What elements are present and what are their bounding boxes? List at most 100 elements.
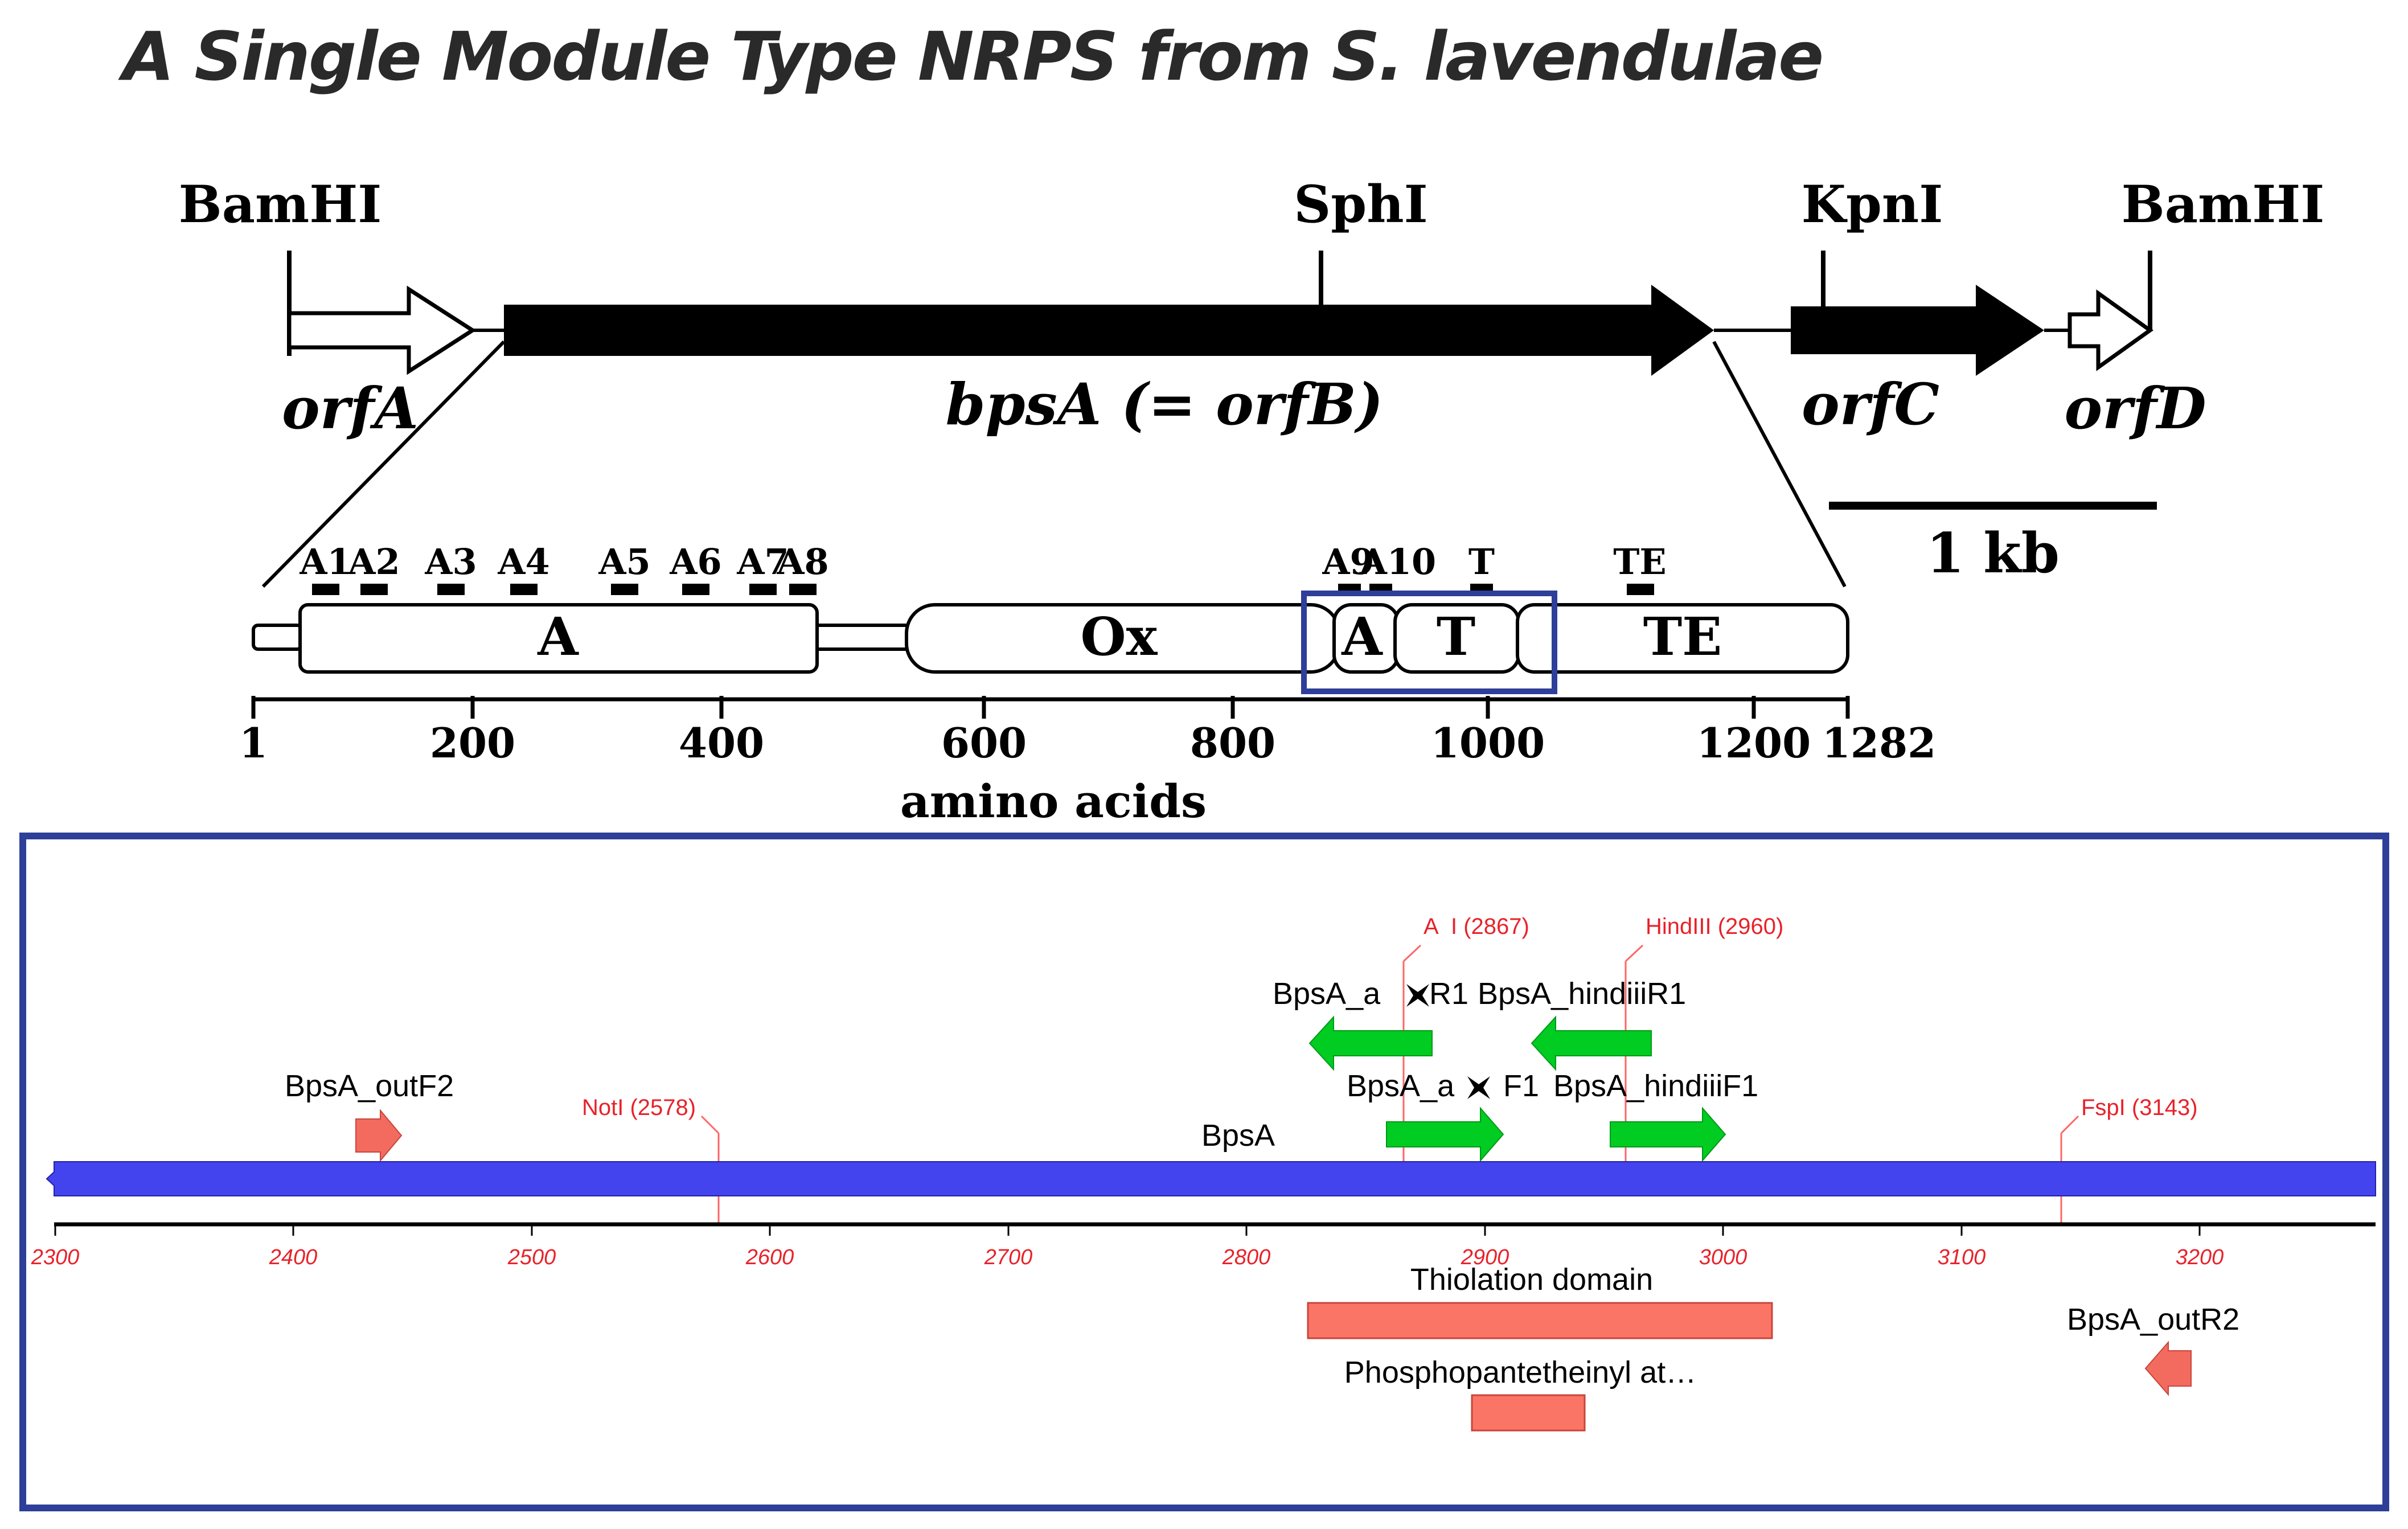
ruler-label: 2500: [507, 1245, 556, 1269]
domain-t-label: T: [1437, 606, 1475, 667]
ruler-label: 3000: [1699, 1245, 1747, 1269]
primer-axi-r1-label-a: BpsA_a: [1273, 977, 1381, 1011]
primer-hindiii-f1-arrow: [1610, 1106, 1726, 1162]
motif-a10-label: A10: [1359, 541, 1436, 583]
scale-bar-label: 1 kb: [1926, 521, 2060, 585]
motif-a5-marker: [611, 584, 638, 595]
ruler-label: 2700: [984, 1245, 1033, 1269]
aa-tick-label: 1000: [1431, 719, 1545, 767]
ruler-label: 2400: [269, 1245, 318, 1269]
domain-ox-label: Ox: [1081, 606, 1158, 667]
motif-a2-marker: [360, 584, 388, 595]
site-axi-label-b: I (2867): [1451, 914, 1529, 939]
aa-tick-label: 800: [1190, 719, 1275, 767]
motif-a3-marker: [437, 584, 465, 595]
motif-a2-label: A2: [347, 541, 400, 583]
sequence-map: A I (2867) HindIII (2960) NotI (2578) Fs…: [19, 833, 2389, 1511]
bamhi-left-label: BamHI: [179, 174, 382, 235]
domain-a-label: A: [537, 606, 579, 667]
motif-a6-label: A6: [669, 541, 721, 583]
motif-a5-label: A5: [598, 541, 650, 583]
ruler-label: 3200: [2176, 1245, 2224, 1269]
motif-a7-marker: [749, 584, 777, 595]
site-fspi-label: FspI (3143): [2081, 1095, 2198, 1120]
domain-te-label: TE: [1643, 606, 1722, 667]
primer-outr2-label: BpsA_outR2: [2067, 1302, 2239, 1337]
motif-te-marker: [1627, 584, 1654, 595]
obscured-mark-icon: [1467, 1076, 1490, 1099]
motif-a8-marker: [789, 584, 817, 595]
ruler-label: 2300: [31, 1245, 80, 1269]
phosphopantetheinyl-label: Phosphopantetheinyl at…: [1344, 1355, 1696, 1389]
orfc-arrow: [1791, 285, 2044, 376]
motif-a6-marker: [682, 584, 709, 595]
ruler-label: 2900: [1461, 1245, 1509, 1269]
ruler-label: 2600: [745, 1245, 794, 1269]
sphi-label: SphI: [1294, 174, 1427, 235]
thiolation-domain-label: Thiolation domain: [1410, 1262, 1653, 1297]
site-noti-label: NotI (2578): [582, 1095, 696, 1120]
orfa-label: orfA: [282, 375, 419, 442]
motif-te-label: TE: [1613, 541, 1666, 583]
domain-map: A1 A2 A3 A4 A5 A6 A7 A8 A9 A10 T TE: [239, 541, 1936, 828]
domain-a: [298, 603, 819, 674]
aa-tick-label: 200: [430, 719, 515, 767]
gene-map: BamHI SphI KpnI BamHI orfA bpsA (= orfB)…: [179, 174, 2324, 588]
primer-outf2-arrow: [355, 1109, 403, 1162]
site-fspi-leader: [2060, 1115, 2079, 1134]
n-term-linker: [252, 624, 303, 651]
aa-tick-label: 1200: [1697, 719, 1811, 767]
domain-a-small-label: A: [1341, 606, 1383, 667]
phosphopantetheinyl-bar: [1471, 1394, 1586, 1432]
ruler-label: 3100: [1938, 1245, 1986, 1269]
site-noti-leader: [700, 1115, 720, 1134]
figure-title: A Single Module Type NRPS from S. lavend…: [122, 17, 1824, 96]
aa-tick-label: 1282: [1822, 719, 1936, 767]
aa-axis-label: amino acids: [900, 774, 1207, 828]
site-hindiii-leader: [1625, 944, 1644, 962]
primer-axi-f1-arrow: [1386, 1106, 1504, 1162]
thiolation-domain-bar: [1307, 1302, 1773, 1339]
ruler-label: 2800: [1222, 1245, 1271, 1269]
zoom-line-left: [261, 340, 506, 588]
kpni-label: KpnI: [1802, 174, 1943, 235]
primer-hindiii-r1-arrow: [1531, 1015, 1652, 1071]
motif-a4-marker: [510, 584, 538, 595]
motif-a7-label: A7: [736, 541, 789, 583]
orfd-label: orfD: [2064, 375, 2206, 442]
motif-a3-label: A3: [424, 541, 477, 583]
primer-outr2-arrow: [2144, 1341, 2192, 1396]
highlight-box: [1301, 591, 1557, 694]
orfd-arrow: [2067, 289, 2154, 371]
obscured-mark-icon: [1406, 984, 1429, 1007]
primer-axi-r1-label-b: R1: [1429, 977, 1468, 1011]
feature-label: BpsA: [1201, 1118, 1275, 1153]
bpsa-arrow: [504, 285, 1714, 376]
primer-hindiii-f1-label: BpsA_hindiiiF1: [1553, 1069, 1758, 1103]
domain-te: [1516, 603, 1849, 674]
a-ox-linker: [815, 624, 910, 651]
aa-tick-label: 400: [679, 719, 764, 767]
motif-a4-label: A4: [497, 541, 549, 583]
zoom-line-right: [1712, 341, 1847, 588]
motif-a1-marker: [312, 584, 339, 595]
primer-outf2-label: BpsA_outF2: [285, 1069, 454, 1103]
site-hindiii-label: HindIII (2960): [1646, 914, 1783, 939]
motif-a9-label: A9: [1322, 541, 1374, 583]
aa-tick-label: 600: [941, 719, 1027, 767]
aa-tick-label: 1: [239, 719, 268, 767]
primer-hindiii-r1-label: BpsA_hindiiiR1: [1478, 977, 1686, 1011]
site-axi-leader: [1402, 944, 1422, 962]
primer-axi-f1-label-a: BpsA_a: [1347, 1069, 1455, 1103]
bpsa-label: bpsA (= orfB): [946, 371, 1384, 438]
motif-a1-label: A1: [299, 541, 351, 583]
primer-axi-f1-label-b: F1: [1503, 1069, 1539, 1103]
motif-a8-label: A8: [776, 541, 828, 583]
orfc-label: orfC: [1802, 371, 1939, 438]
site-axi-label-a: A: [1424, 914, 1439, 939]
orfa-arrow: [287, 285, 477, 375]
primer-axi-r1-arrow: [1308, 1015, 1433, 1071]
bpsa-feature-bar: [46, 1161, 2376, 1196]
motif-t-label: T: [1468, 541, 1495, 583]
